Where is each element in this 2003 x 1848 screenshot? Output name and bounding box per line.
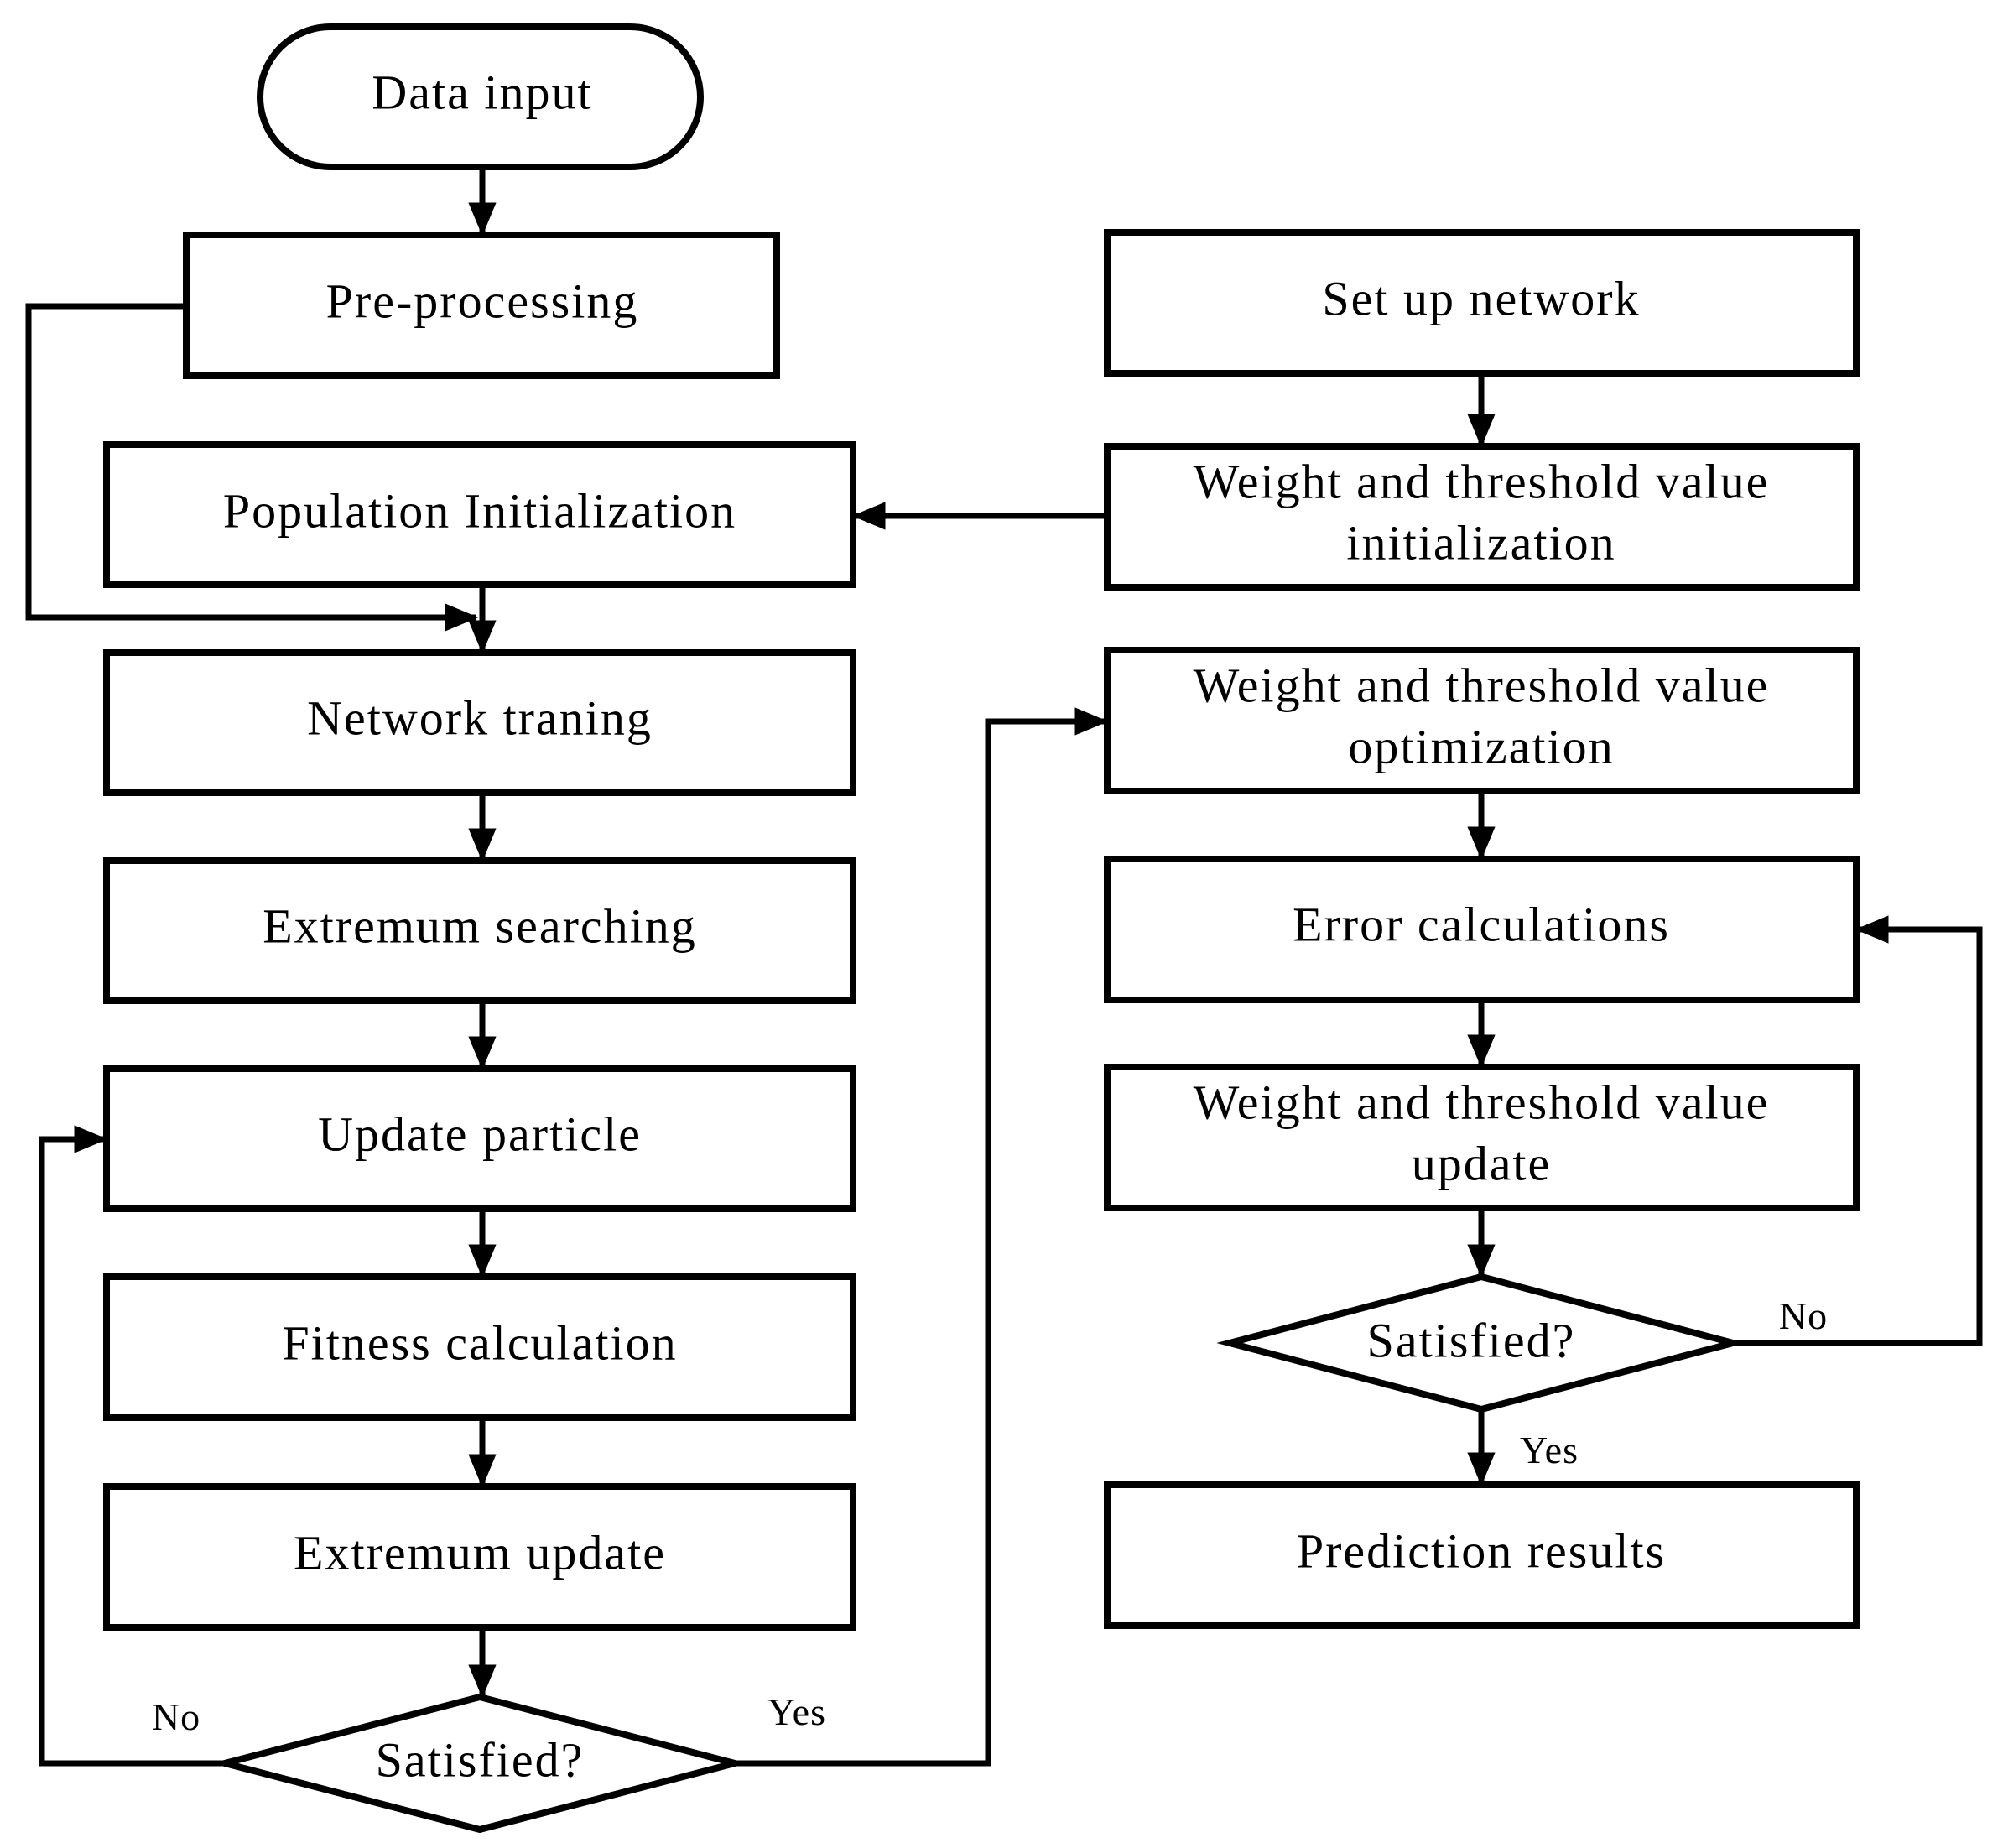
node-pre-processing: Pre-processing [183,232,780,379]
node-update-particle-label: Update particle [318,1106,642,1161]
arrow-satisfied-right-no-loop [1733,915,1983,1346]
node-fitness-calculation: Fitness calculation [103,1273,856,1421]
node-set-up-network: Set up network [1104,229,1860,377]
node-population-initialization-label: Population Initialization [223,483,736,538]
node-weight-threshold-optimization-line2: optimization [1348,719,1614,773]
node-weight-threshold-update-line2: update [1412,1136,1552,1190]
decision-satisfied-left-label: Satisfied? [376,1732,585,1787]
arrow-satisfied-no-loop [39,1125,225,1767]
edge-label-left-no: No [152,1695,200,1738]
node-weight-threshold-initialization-line1: Weight and threshold value [1194,454,1770,508]
node-prediction-results: Prediction results [1104,1481,1860,1629]
node-weight-threshold-initialization-line2: initialization [1346,515,1615,570]
node-set-up-network-label: Set up network [1322,271,1640,325]
node-update-particle: Update particle [103,1065,856,1212]
edge-label-right-yes: Yes [1520,1429,1579,1471]
arrow-satisfied-yes-to-optimization [735,707,1109,1767]
arrow-pre-processing-bypass [25,303,479,632]
decision-satisfied-right: Satisfied? [1216,1273,1746,1413]
node-error-calculations-label: Error calculations [1293,897,1670,951]
node-population-initialization: Population Initialization [103,441,856,588]
node-weight-threshold-optimization: Weight and threshold value optimization [1104,647,1860,794]
decision-satisfied-right-label: Satisfied? [1367,1313,1576,1367]
node-weight-threshold-initialization: Weight and threshold value initializatio… [1104,443,1860,591]
node-extremum-update: Extremum update [103,1483,856,1631]
edge-label-left-yes: Yes [767,1690,826,1733]
decision-satisfied-left: Satisfied? [211,1693,748,1834]
node-prediction-results-label: Prediction results [1297,1523,1666,1578]
node-pre-processing-label: Pre-processing [326,273,639,328]
node-extremum-searching-label: Extremum searching [263,898,697,953]
node-weight-threshold-update-line1: Weight and threshold value [1194,1075,1770,1129]
node-extremum-searching: Extremum searching [103,857,856,1004]
node-extremum-update-label: Extremum update [294,1525,666,1580]
node-data-input: Data input [257,23,704,170]
node-error-calculations: Error calculations [1104,856,1860,1003]
node-weight-threshold-update: Weight and threshold value update [1104,1064,1860,1211]
node-data-input-label: Data input [372,65,592,119]
node-network-training-label: Network traning [307,690,653,745]
node-weight-threshold-optimization-line1: Weight and threshold value [1194,658,1770,712]
edge-label-right-no: No [1779,1294,1828,1337]
node-network-training: Network traning [103,649,856,796]
node-fitness-calculation-label: Fitness calculation [282,1315,677,1370]
